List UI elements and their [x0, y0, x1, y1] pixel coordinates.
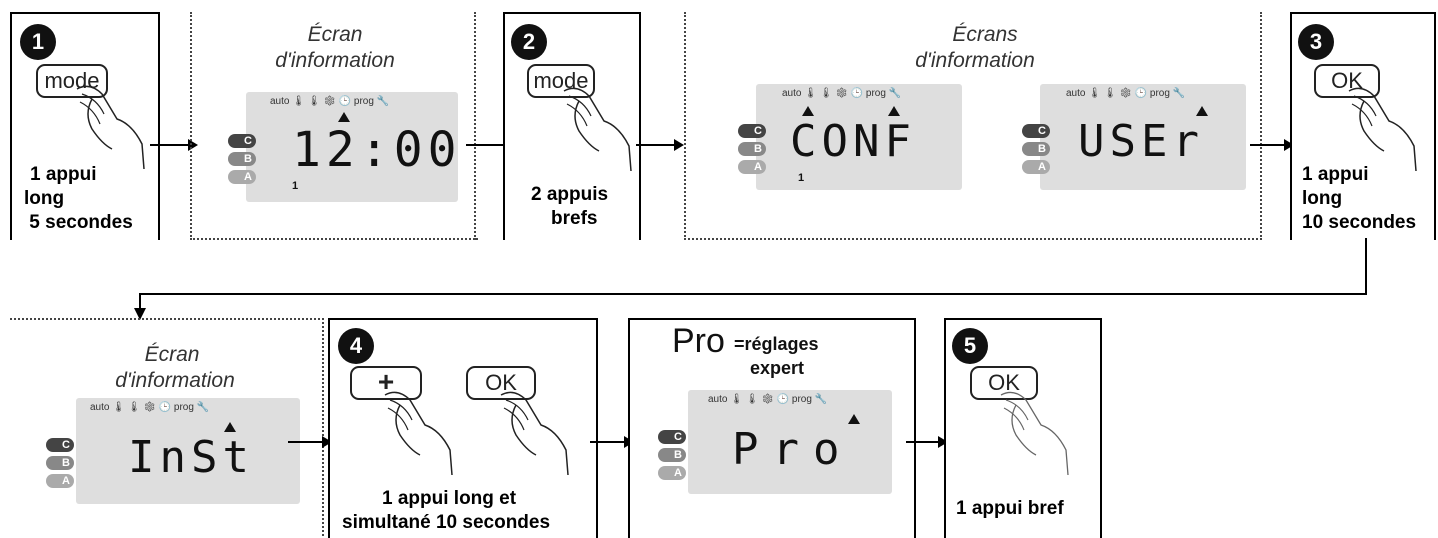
step3-caption-1: 1 appui — [1302, 164, 1369, 185]
level-b-pill: B — [46, 456, 74, 470]
lcd-status-icons: auto 🌡 🌡 ❄ 🕒 prog 🔧 — [1066, 88, 1186, 99]
mode-indicator-icon — [1196, 106, 1208, 116]
mode-key: mode — [36, 64, 108, 98]
lcd-small-one: 1 — [798, 172, 805, 184]
lcd-status-icons: auto 🌡 🌡 ❄ 🕒 prog 🔧 — [90, 402, 210, 413]
info-screen-2-frame — [684, 12, 1262, 240]
info-screen-3-title-1: Écran — [144, 343, 200, 366]
lcd-inst-value: InSt — [128, 432, 254, 483]
arrow-icon — [906, 436, 948, 448]
info-screen-1-title-2: d'information — [275, 49, 395, 72]
info-screen-2-title-2: d'information — [915, 49, 1035, 72]
lcd-frame — [246, 92, 458, 202]
info-screen-2-title-1: Écrans — [952, 23, 1018, 46]
level-a-pill: A — [228, 170, 256, 184]
level-b-pill: B — [658, 448, 686, 462]
mode-indicator-icon — [224, 422, 236, 432]
lcd-frame — [688, 390, 892, 494]
level-a-pill: A — [1022, 160, 1050, 174]
level-c-pill: C — [228, 134, 256, 148]
info-screen-3-frame — [10, 318, 324, 536]
pro-expert-label: expert — [750, 358, 805, 378]
level-a-pill: A — [738, 160, 766, 174]
step3-panel: 3 OK 1 appui long 10 secondes — [1290, 12, 1436, 240]
step3-caption-2: long — [1302, 188, 1343, 209]
lcd-frame — [1040, 84, 1246, 190]
ok-key: OK — [970, 366, 1038, 400]
hand-icon — [563, 87, 632, 172]
info-screen-1-title-1: Écran — [307, 23, 363, 46]
lcd-screen-inst: auto 🌡 🌡 ❄ 🕒 prog 🔧 C B A InSt — [40, 398, 300, 504]
ok-key: OK — [1314, 64, 1380, 98]
mode-key: mode — [527, 64, 595, 98]
step4-panel: 4 + OK 1 appui long et simultané 10 seco… — [328, 318, 598, 538]
step1-caption-3: 5 secondes — [24, 212, 133, 233]
lcd-frame — [76, 398, 300, 504]
info-screen-3-title-2: d'information — [115, 369, 235, 392]
pro-equals-label: =réglages — [734, 334, 819, 354]
lcd-screen-conf: auto 🌡 🌡 ❄ 🕒 prog 🔧 C B A CONF 1 — [722, 84, 962, 190]
step3-caption-3: 10 secondes — [1302, 212, 1417, 233]
info-screen-1-frame — [190, 12, 478, 240]
step1-caption-1: 1 appui — [30, 164, 97, 185]
mode-indicator-icon — [802, 106, 814, 116]
mode-indicator-icon — [848, 414, 860, 424]
lcd-status-icons: auto 🌡 🌡 ❄ 🕒 prog 🔧 — [782, 88, 902, 99]
arrow-icon — [1250, 139, 1294, 151]
hand-icon — [500, 391, 569, 476]
lcd-screen-pro: auto 🌡 🌡 ❄ 🕒 prog 🔧 C B A Pro — [652, 390, 892, 494]
step2-panel: 2 mode 2 appuis brefs — [503, 12, 641, 240]
lcd-pro-value: Pro — [732, 424, 854, 475]
step5-panel: 5 OK 1 appui bref — [944, 318, 1102, 538]
level-b-pill: B — [228, 152, 256, 166]
step5-caption-1: 1 appui bref — [956, 498, 1064, 519]
level-a-pill: A — [46, 474, 74, 488]
level-c-pill: C — [738, 124, 766, 138]
lcd-user-value: USEr — [1078, 116, 1204, 167]
lcd-frame — [756, 84, 962, 190]
arrow-icon — [288, 436, 332, 448]
mode-indicator-icon — [338, 112, 350, 122]
hand-icon — [384, 391, 453, 476]
step1-caption-2: long — [24, 188, 65, 209]
step5-badge: 5 — [952, 328, 988, 364]
mode-indicator-icon — [888, 106, 900, 116]
hand-icon — [76, 85, 145, 170]
hand-icon — [1000, 391, 1069, 476]
pro-big-label: Pro — [672, 322, 725, 360]
level-c-pill: C — [46, 438, 74, 452]
step2-caption-2: brefs — [551, 208, 598, 229]
arrow-icon — [636, 139, 684, 151]
level-c-pill: C — [1022, 124, 1050, 138]
step3-badge: 3 — [1298, 24, 1334, 60]
lcd-screen-user: auto 🌡 🌡 ❄ 🕒 prog 🔧 C B A USEr — [1006, 84, 1246, 190]
lcd-screen-1: auto 🌡 🌡 ❄ 🕒 prog 🔧 C B A 12:00 1 — [210, 92, 458, 202]
lcd-status-icons: auto 🌡 🌡 ❄ 🕒 prog 🔧 — [270, 96, 390, 107]
connector-arrow — [134, 238, 1367, 320]
step1-panel: 1 mode 1 appui long 5 secondes — [10, 12, 160, 240]
hand-icon — [1348, 87, 1417, 172]
step4-caption-2: simultané 10 secondes — [342, 512, 551, 533]
level-b-pill: B — [1022, 142, 1050, 156]
lcd-status-icons: auto 🌡 🌡 ❄ 🕒 prog 🔧 — [708, 394, 828, 405]
step1-badge: 1 — [20, 24, 56, 60]
lcd-small-one: 1 — [292, 180, 299, 192]
step4-badge: 4 — [338, 328, 374, 364]
lcd-conf-value: CONF — [790, 116, 916, 167]
level-c-pill: C — [658, 430, 686, 444]
lcd-clock-value: 12:00 — [292, 122, 462, 178]
level-b-pill: B — [738, 142, 766, 156]
step2-caption-1: 2 appuis — [531, 184, 609, 205]
level-a-pill: A — [658, 466, 686, 480]
step2-badge: 2 — [511, 24, 547, 60]
pro-panel: Pro =réglages expert auto 🌡 🌡 ❄ 🕒 prog 🔧… — [628, 318, 916, 538]
step4-caption-1: 1 appui long et — [382, 488, 517, 509]
info-screen-1-right-border — [474, 12, 476, 240]
